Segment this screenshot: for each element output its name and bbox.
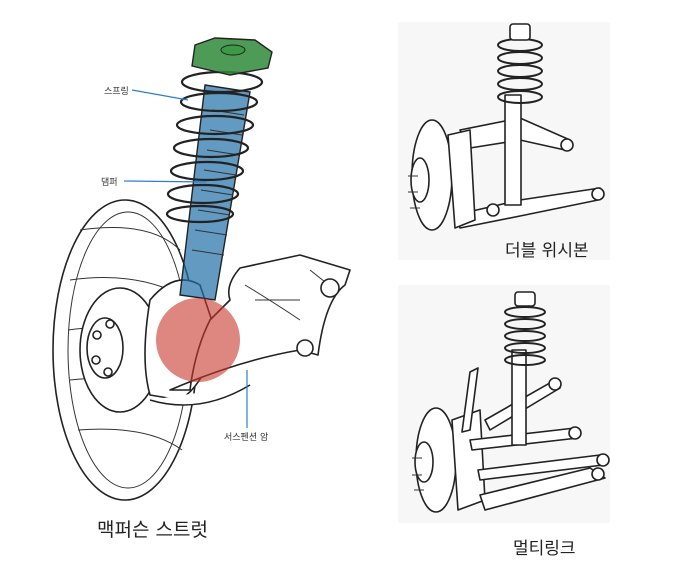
macpherson-caption: 맥퍼슨 스트럿 [97, 519, 208, 541]
macpherson-illustration [52, 37, 351, 501]
suspension-arm-label: 서스펜션 암 [224, 431, 268, 443]
dw-knuckle [447, 129, 476, 229]
ml-bushing [596, 453, 610, 467]
multilink-illustration [412, 291, 610, 513]
arm-lower-edge [149, 384, 251, 406]
dw-bushing [560, 138, 574, 152]
dw-bushing [486, 203, 500, 217]
damper-callout: 댐퍼 [101, 177, 207, 188]
wheel-stud [105, 319, 115, 329]
spring-callout: 스프링 [104, 85, 189, 101]
ml-bushing [591, 467, 605, 481]
dw-bushing [591, 187, 605, 201]
arm-bushing [296, 339, 314, 357]
wheel-stud [103, 367, 113, 377]
spring-label: 스프링 [104, 85, 129, 97]
dw-hub [410, 157, 430, 203]
wheel-stud [91, 355, 101, 365]
dw-damper [504, 94, 522, 206]
ml-damper [511, 349, 527, 446]
damper-label: 댐퍼 [101, 177, 118, 188]
damper-lines [191, 109, 245, 256]
ml-hub [414, 441, 434, 483]
ml-coil-spring [504, 306, 546, 366]
suspension-arm-callout: 서스펜션 암 [224, 370, 268, 443]
ml-trailing-link [479, 467, 606, 511]
arm-bushing [320, 278, 340, 298]
wheel-stud [92, 330, 102, 340]
dw-top-mount [509, 23, 531, 41]
double-wishbone-illustration [408, 23, 605, 231]
spring-top-mount [191, 37, 273, 76]
ml-bushing [568, 426, 582, 440]
suspension-arm-highlight [156, 298, 240, 382]
top-mount-nut [220, 44, 246, 56]
ml-bushing [548, 377, 562, 391]
ml-top-mount [514, 291, 536, 307]
double-wishbone-caption: 더블 위시본 [505, 241, 589, 261]
ml-upper-link [461, 367, 479, 433]
multilink-caption: 멀티링크 [513, 539, 576, 559]
